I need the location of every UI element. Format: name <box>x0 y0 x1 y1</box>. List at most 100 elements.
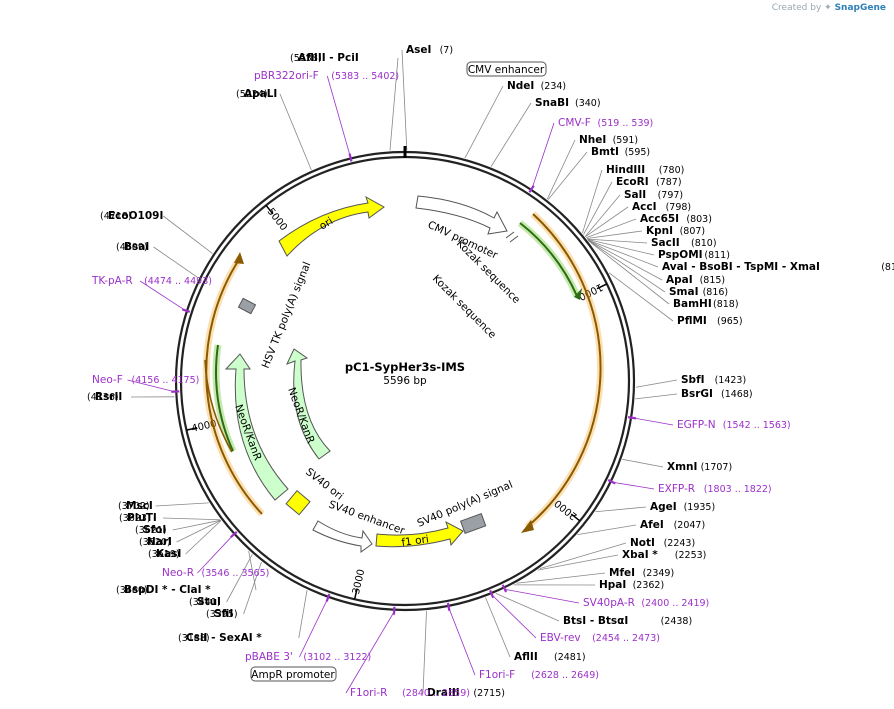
site-pos-14: (815) <box>700 275 726 286</box>
primer-leader-3 <box>504 588 580 604</box>
primer-name-6: F1ori-R <box>350 687 387 699</box>
hsv-tk-polya-label: HSV TK poly(A) signal <box>260 260 314 370</box>
site-name-39: RsrII <box>95 391 122 403</box>
primer-pos-2: (1803 .. 1822) <box>704 484 772 495</box>
site-name-9: Acc65I <box>640 213 679 225</box>
site-name-29: DraIII <box>427 687 460 699</box>
tick-label-3000: 3000 <box>351 568 367 595</box>
site-pos-10: (807) <box>680 226 706 237</box>
site-leader-11 <box>587 238 648 244</box>
site-leader-20 <box>622 458 664 468</box>
site-name-15: SmaI <box>669 286 699 298</box>
site-name-7: SalI <box>624 189 646 201</box>
site-pos-2: (340) <box>575 98 601 109</box>
site-leader-40 <box>153 246 199 279</box>
egfp-orf-highlight <box>524 211 604 530</box>
site-pos-21: (1935) <box>684 502 716 513</box>
left-orf-arrowhead <box>234 252 244 264</box>
site-pos-31: (3395) <box>206 609 238 620</box>
site-name-14: ApaI <box>666 274 693 286</box>
site-leader-19 <box>635 393 678 400</box>
inner-orf-arrowhead <box>574 288 582 300</box>
site-leader-36 <box>172 519 221 531</box>
leader-lines <box>130 49 678 694</box>
primer-pos-5: (2628 .. 2649) <box>531 670 599 681</box>
primer-name-7: pBABE 3' <box>245 651 293 663</box>
site-leader-5 <box>582 169 603 234</box>
site-pos-5: (780) <box>659 165 685 176</box>
site-name-19: BsrGI <box>681 388 713 400</box>
left-small-orf-arc <box>204 359 233 453</box>
site-pos-27: (2438) <box>661 616 693 627</box>
site-name-17: PflMI <box>677 315 707 327</box>
primer-leader-4 <box>491 594 537 639</box>
site-pos-11: (810) <box>691 238 717 249</box>
site-pos-30: (3188) <box>178 633 210 644</box>
primer-name-9: Neo-F <box>92 374 123 386</box>
site-pos-37: (3623) <box>119 513 151 524</box>
site-leader-42 <box>279 93 312 171</box>
site-pos-4: (595) <box>625 147 651 158</box>
site-name-13: AvaI - BsoBI - TspMI - XmaI <box>662 261 820 273</box>
site-pos-36: (3621) <box>135 525 167 536</box>
plasmid-name: pC1-SypHer3s-IMS <box>345 360 465 374</box>
ampr-promoter-box <box>250 666 337 682</box>
kozak-marker-2 <box>509 235 519 243</box>
primer-leader-6 <box>345 611 395 694</box>
tick-label-5000: 5000 <box>265 206 289 233</box>
primer-name-1: EGFP-N <box>677 419 716 431</box>
kozak-label-2: Kozak sequence <box>430 273 498 341</box>
site-leader-21 <box>595 506 647 513</box>
site-pos-7: (797) <box>658 190 684 201</box>
f1-ori-feature <box>375 520 464 548</box>
site-pos-40: (4609) <box>116 242 148 253</box>
inner-orf-arc <box>519 222 578 297</box>
site-name-4: BmtI <box>591 146 619 158</box>
site-name-32: StuI <box>197 596 221 608</box>
primer-pos-0: (519 .. 539) <box>598 118 654 129</box>
site-name-43: AflIII - PciI <box>298 52 359 64</box>
site-leader-35 <box>176 520 221 543</box>
site-leader-4 <box>547 151 588 200</box>
site-leader-25 <box>516 572 606 584</box>
site-name-11: SacII <box>651 237 680 249</box>
site-pos-43: (5538) <box>290 53 322 64</box>
primer-pos-3: (2400 .. 2419) <box>641 598 709 609</box>
site-pos-28: (2481) <box>554 652 586 663</box>
site-pos-18: (1423) <box>715 375 747 386</box>
site-name-31: SfiI <box>214 608 233 620</box>
tick-1000 <box>596 283 608 290</box>
site-name-1: NdeI <box>507 80 534 92</box>
neor-kanr-outer-feature <box>224 353 289 501</box>
site-name-10: KpnI <box>646 225 673 237</box>
sv40-ori-label: SV40 ori <box>303 466 345 503</box>
primer-name-3: SV40pA-R <box>583 597 635 609</box>
f1-ori-label: f1 ori <box>401 533 430 549</box>
site-name-5: HindIII <box>606 164 645 176</box>
cmv-promoter-feature <box>415 195 508 235</box>
sv40-enhancer-feature <box>312 520 373 553</box>
site-pos-24: (2253) <box>675 550 707 561</box>
site-leader-12 <box>587 238 655 256</box>
site-leader-10 <box>586 230 643 239</box>
site-pos-35: (3620) <box>139 537 171 548</box>
primer-mark-2 <box>607 479 616 485</box>
site-leader-34 <box>185 520 222 555</box>
primer-leader-11 <box>326 75 351 157</box>
site-pos-8: (798) <box>666 202 692 213</box>
credit-prefix: Created by <box>771 3 822 13</box>
site-leader-38 <box>155 502 209 507</box>
site-pos-26: (2362) <box>633 580 665 591</box>
site-leader-41 <box>162 215 213 254</box>
orf-arcs <box>202 211 604 533</box>
site-name-0: AseI <box>406 44 431 56</box>
egfp-orf-arc <box>526 213 602 528</box>
site-pos-19: (1468) <box>721 389 753 400</box>
primer-pos-4: (2454 .. 2473) <box>592 633 660 644</box>
site-pos-12: (811) <box>704 250 730 261</box>
site-leader-2 <box>490 102 532 167</box>
site-leader-30 <box>298 590 308 639</box>
site-name-33: BspDI * - ClaI * <box>124 584 211 596</box>
site-leader-0 <box>401 49 408 151</box>
